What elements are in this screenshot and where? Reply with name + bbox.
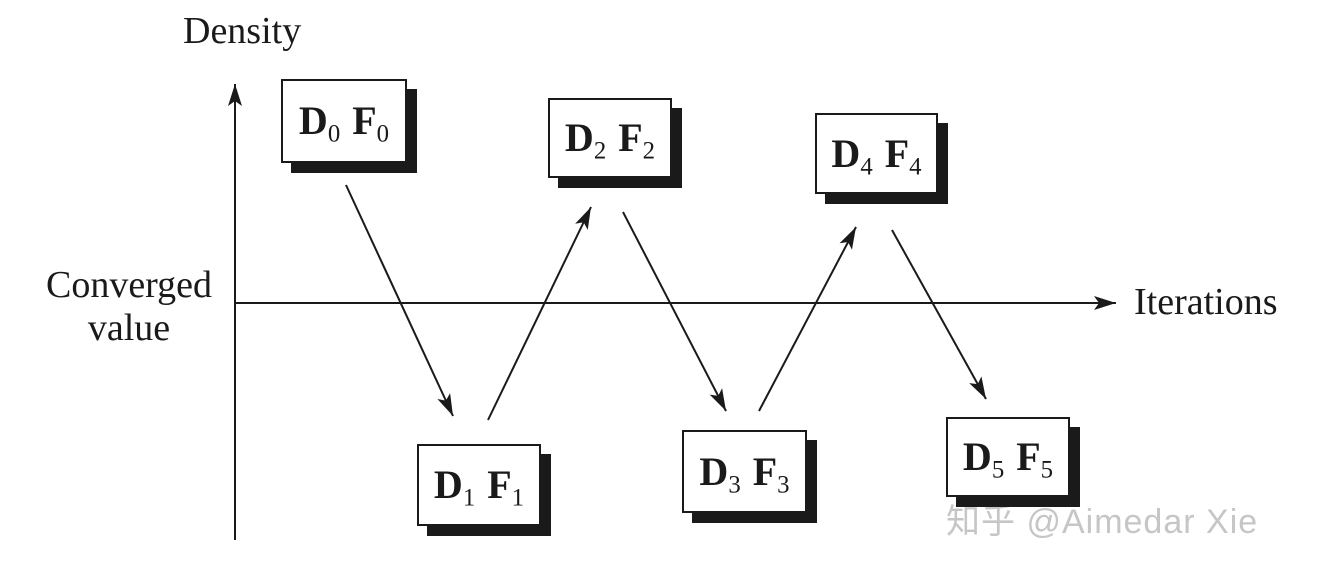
- converged-value-line2: value: [87, 306, 171, 349]
- converged-value-label: Converged value: [38, 264, 220, 349]
- arrow-d4-to-d5: [891, 229, 987, 400]
- arrow-d0-to-d1: [345, 184, 454, 417]
- x-axis-label: Iterations: [1134, 281, 1278, 323]
- arrow-d1-to-d2: [487, 206, 592, 421]
- arrow-d2-to-d3: [622, 211, 727, 412]
- converged-value-line1: Converged: [45, 264, 213, 306]
- watermark: 知乎 @Aimedar Xie: [946, 503, 1259, 541]
- y-axis-label: Density: [183, 10, 302, 52]
- arrow-d3-to-d4: [758, 226, 857, 412]
